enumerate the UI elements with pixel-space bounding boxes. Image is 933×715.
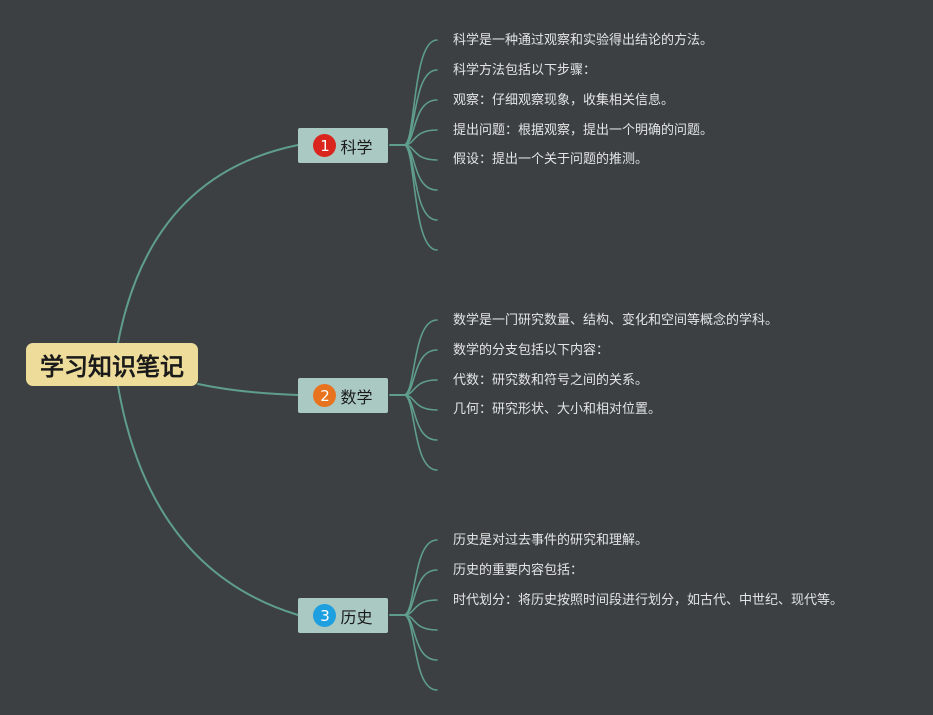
leaf-topic[interactable]: 假设：提出一个关于问题的推测。 xyxy=(453,152,649,167)
leaf-topic[interactable]: 科学方法包括以下步骤： xyxy=(453,63,597,78)
leaf-topic[interactable]: 时代划分：将历史按照时间段进行划分，如古代、中世纪、现代等。 xyxy=(453,593,844,608)
branch-3-leaf-connector xyxy=(389,539,438,616)
branch-label: 数学 xyxy=(340,387,373,407)
branch-1-leaf-connector xyxy=(389,144,438,161)
leaf-topic[interactable]: 历史的重要内容包括： xyxy=(453,563,584,578)
branch-number-badge: 2 xyxy=(313,384,337,407)
root-to-history-line xyxy=(117,385,299,616)
branch-2-leaf-connector xyxy=(389,394,438,471)
branch-2-leaf-connector xyxy=(389,379,438,396)
leaf-topic[interactable]: 科学是一种通过观察和实验得出结论的方法。 xyxy=(453,33,714,48)
branch-node-science[interactable]: 1 科学 xyxy=(298,128,388,163)
branch-3-leaf-connector xyxy=(389,599,438,616)
root-title: 学习知识笔记 xyxy=(40,353,184,381)
branch-label: 历史 xyxy=(340,607,373,627)
branch-node-history[interactable]: 3 历史 xyxy=(298,598,388,633)
leaf-topic[interactable]: 提出问题：根据观察，提出一个明确的问题。 xyxy=(453,123,714,138)
leaf-topic[interactable]: 数学是一门研究数量、结构、变化和空间等概念的学科。 xyxy=(453,313,779,328)
branch-3-leaf-connector xyxy=(389,614,438,631)
branch-2-leaf-connector xyxy=(389,319,438,396)
branch-number-badge: 3 xyxy=(313,604,337,627)
leaf-topic[interactable]: 观察：仔细观察现象，收集相关信息。 xyxy=(453,93,675,108)
leaf-topic[interactable]: 历史是对过去事件的研究和理解。 xyxy=(453,533,649,548)
leaf-topic[interactable]: 几何：研究形状、大小和相对位置。 xyxy=(453,402,662,417)
root-to-science-line xyxy=(117,144,299,344)
branch-1-leaf-connector xyxy=(389,129,438,146)
branch-node-math[interactable]: 2 数学 xyxy=(298,378,388,413)
leaf-topic[interactable]: 数学的分支包括以下内容： xyxy=(453,343,610,358)
leaf-topic[interactable]: 代数：研究数和符号之间的关系。 xyxy=(453,373,649,388)
root-to-math-line xyxy=(197,383,299,396)
branch-3-leaf-connector xyxy=(389,614,438,691)
branch-1-leaf-connector xyxy=(389,144,438,251)
root-node[interactable]: 学习知识笔记 xyxy=(26,343,198,386)
branch-2-leaf-connector xyxy=(389,394,438,411)
branch-number-badge: 1 xyxy=(313,134,337,157)
branch-label: 科学 xyxy=(340,137,373,157)
